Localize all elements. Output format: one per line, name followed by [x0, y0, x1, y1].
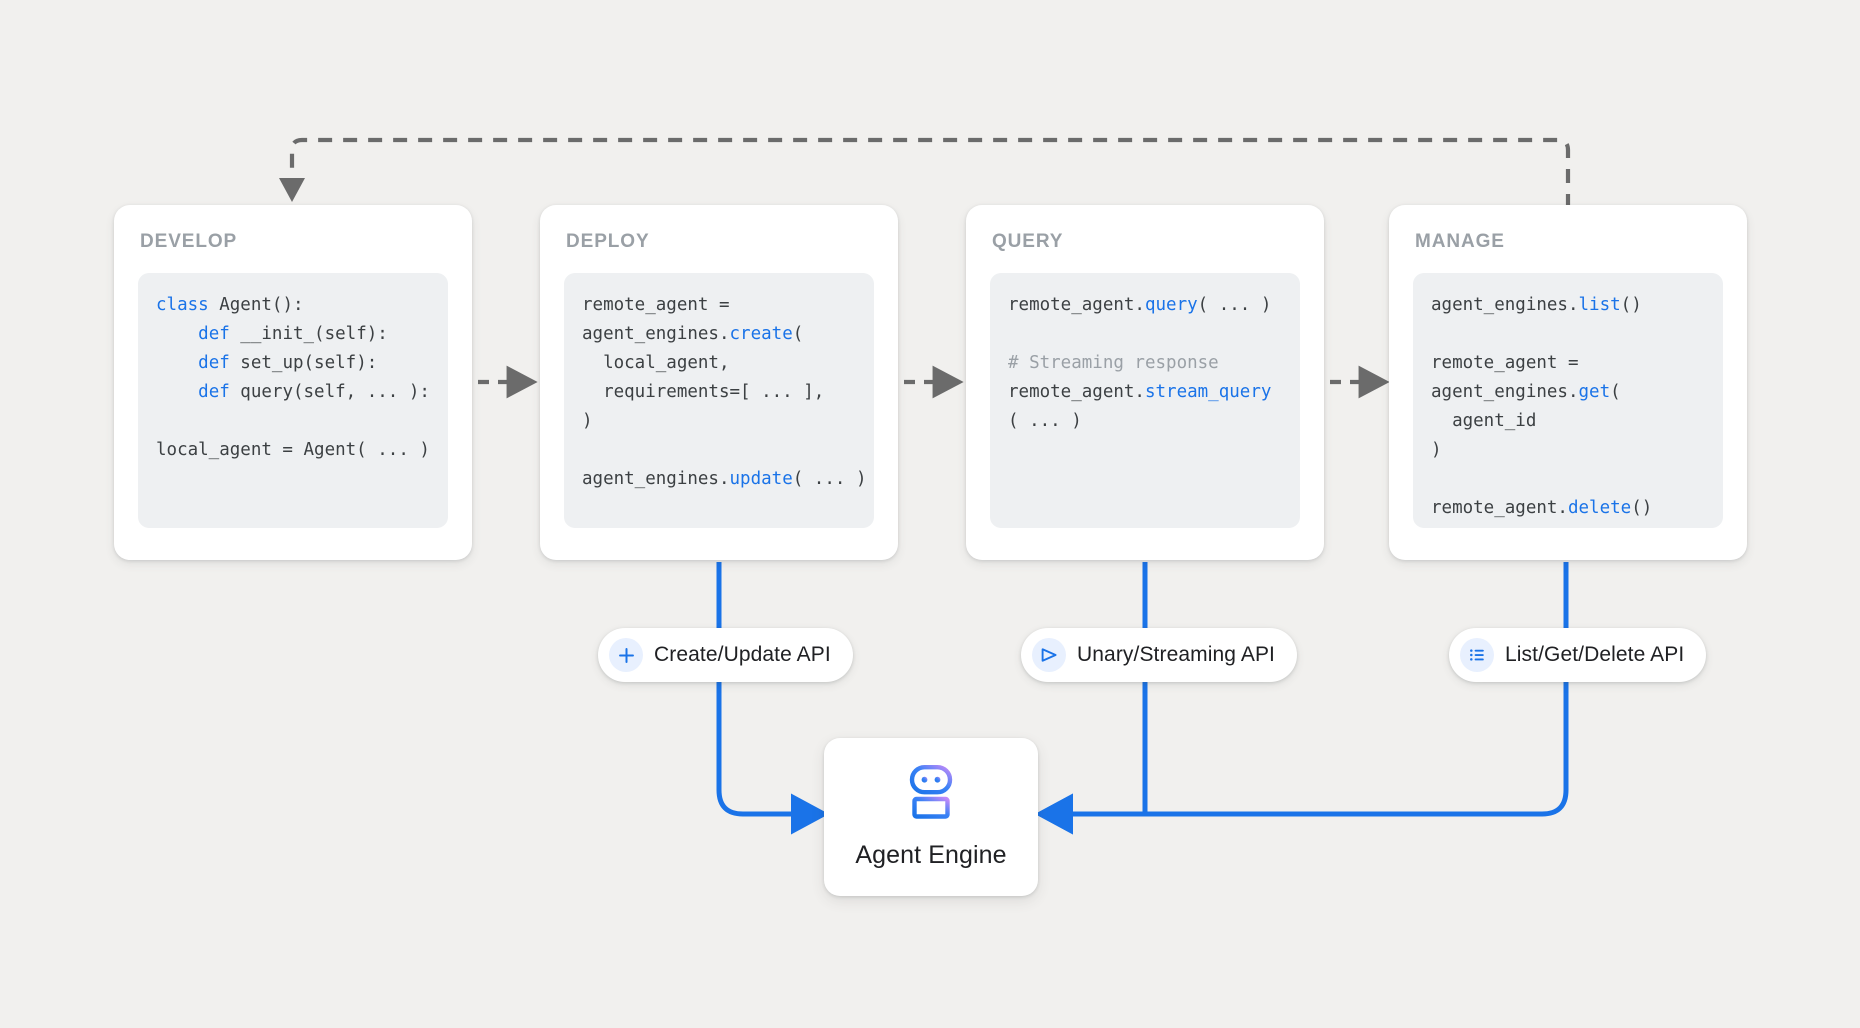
wire-deploy-to-agent-engine [716, 562, 829, 835]
code-token: stream_query [1144, 382, 1272, 402]
code-token: list [1578, 295, 1621, 315]
code-token: ( [792, 324, 804, 344]
code-token: get [1578, 382, 1611, 402]
code-token: remote_agent = [1431, 353, 1579, 373]
code-token: ( [1610, 382, 1621, 402]
code-token: update [729, 469, 793, 489]
code-token: Agent(): [208, 295, 304, 315]
stage-card-manage[interactable]: MANAGE agent_engines.list() remote_agent… [1389, 205, 1747, 560]
api-pill-label: Unary/Streaming API [1077, 643, 1275, 666]
api-pill-label: List/Get/Delete API [1505, 643, 1685, 666]
code-token: # Streaming response [1008, 353, 1219, 373]
list-icon [1460, 638, 1494, 672]
api-pill-unary-streaming[interactable]: Unary/Streaming API [1021, 628, 1297, 682]
code-token: __init_(self): [229, 324, 388, 344]
code-token: () [1631, 498, 1653, 518]
stage-title-deploy: DEPLOY [566, 231, 650, 252]
code-token [156, 382, 198, 402]
stage-title-query: QUERY [992, 231, 1064, 252]
agent-engine-node[interactable]: Agent Engine [824, 738, 1038, 896]
code-token: def [198, 324, 230, 344]
code-token: local_agent = Agent( ... ) [156, 440, 430, 460]
code-token: agent_engines. [582, 469, 730, 489]
wire-manage-to-agent-engine [1035, 562, 1569, 835]
code-block-develop: class Agent(): def __init_(self): def se… [138, 273, 448, 528]
code-token: agent_engines. [1431, 382, 1579, 402]
code-block-query: remote_agent.query( ... ) # Streaming re… [990, 273, 1300, 528]
code-token: remote_agent = [582, 295, 730, 315]
code-token: query [1144, 295, 1198, 315]
stage-title-develop: DEVELOP [140, 231, 238, 252]
api-pill-create-update[interactable]: Create/Update API [598, 628, 853, 682]
code-token: ( ... ) [792, 469, 867, 489]
code-token: set_up(self): [229, 353, 378, 373]
code-token: () [1620, 295, 1642, 315]
code-token [156, 324, 198, 344]
code-token: ) [1431, 440, 1442, 460]
stage-card-develop[interactable]: DEVELOP class Agent(): def __init_(self)… [114, 205, 472, 560]
code-token: ( ... ) [1008, 411, 1082, 431]
code-token: ) [582, 411, 593, 431]
code-token: agent_engines. [1431, 295, 1579, 315]
code-token [156, 353, 198, 373]
code-token: create [729, 324, 793, 344]
code-token: remote_agent. [1008, 295, 1145, 315]
stage-title-manage: MANAGE [1415, 231, 1505, 252]
code-token: def [198, 382, 230, 402]
code-token: agent_engines. [582, 324, 730, 344]
agent-engine-label: Agent Engine [855, 841, 1007, 869]
code-token: local_agent, [582, 353, 730, 373]
api-pill-label: Create/Update API [654, 643, 831, 666]
code-token: requirements=[ ... ], [582, 382, 825, 402]
plus-icon [609, 638, 643, 672]
stage-card-query[interactable]: QUERY remote_agent.query( ... ) # Stream… [966, 205, 1324, 560]
code-token: remote_agent. [1431, 498, 1568, 518]
api-pill-list-get-delete[interactable]: List/Get/Delete API [1449, 628, 1707, 682]
code-token: remote_agent. [1008, 382, 1145, 402]
feedback-loop-arrow [279, 137, 1571, 208]
code-block-deploy: remote_agent = agent_engines.create( loc… [564, 273, 874, 528]
code-token: ( ... ) [1197, 295, 1272, 315]
code-token: delete [1567, 498, 1632, 518]
code-block-manage: agent_engines.list() remote_agent = agen… [1413, 273, 1723, 528]
code-token: def [198, 353, 230, 373]
stage-card-deploy[interactable]: DEPLOY remote_agent = agent_engines.crea… [540, 205, 898, 560]
send-icon [1032, 638, 1066, 672]
code-token: query(self, ... ): [229, 382, 430, 402]
code-token: class [156, 295, 209, 315]
robot-icon [900, 764, 962, 827]
wire-query-to-agent-engine [1035, 562, 1148, 835]
code-token: agent_id [1431, 411, 1537, 431]
